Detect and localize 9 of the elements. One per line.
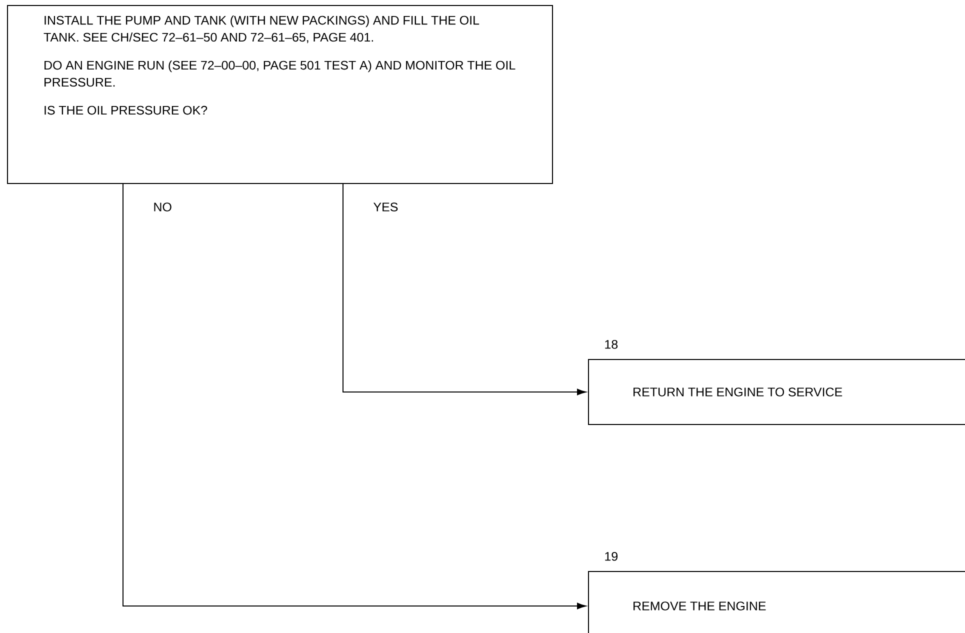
arrow: [122, 184, 586, 610]
edge-label: NO: [152, 202, 173, 212]
process-box: REMOVE THE ENGINE: [588, 571, 965, 633]
arrow: [342, 184, 586, 396]
edge-label: YES: [372, 202, 400, 212]
process-box: INSTALL THE PUMP AND TANK (WITH NEW PACKINGS) AND FILL THE OIL TANK. SEE CH/SEC 72–61–50 AND 72–61–65, PAGE 401. DO AN ENGINE RUN (SEE 72–00–00, PAGE 501 TEST A) AND MONITOR THE OIL PRESSURE. IS THE OIL PRESSURE OK?: [7, 5, 553, 184]
step-number: 19: [605, 552, 618, 561]
process-box: RETURN THE ENGINE TO SERVICE: [588, 359, 965, 425]
step-number: 18: [605, 340, 618, 349]
